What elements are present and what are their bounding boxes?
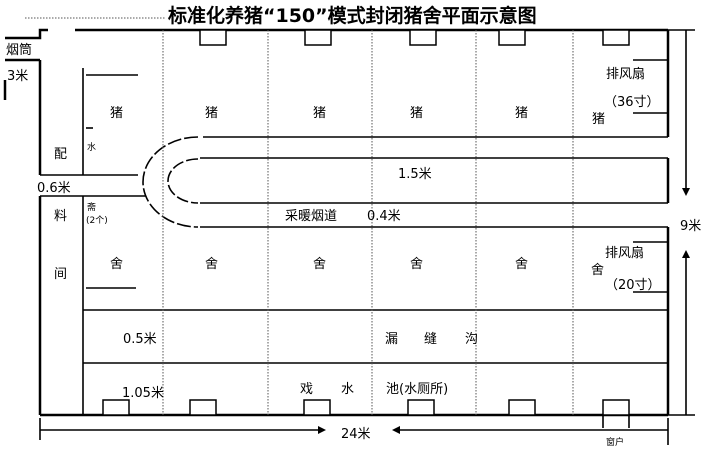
pen-labels-bottom: 舍 舍 舍 舍 舍 舍 — [110, 257, 604, 278]
total-width: 9米 — [680, 219, 701, 234]
trough-count: (2个) — [86, 215, 108, 226]
svg-text:舍: 舍 — [313, 257, 326, 272]
feed-room-label-2: 料 — [54, 209, 67, 224]
svg-text:猪: 猪 — [592, 112, 605, 127]
fan-36-label: 排风扇 — [606, 66, 645, 82]
svg-text:猪: 猪 — [205, 106, 218, 121]
pool-label-2: 水 — [341, 382, 354, 397]
pool-label-1: 戏 — [300, 382, 313, 397]
heating-flue-label: 采暖烟道 — [285, 209, 337, 224]
svg-text:猪: 猪 — [313, 106, 326, 121]
total-length: 24米 — [341, 427, 371, 442]
chimney-label: 烟筒 — [6, 42, 32, 58]
fan-20-label: 排风扇 — [605, 245, 644, 261]
feed-room-label-3: 间 — [54, 267, 67, 282]
water-label: 水 — [87, 141, 96, 153]
fan-36-size: （36寸） — [604, 95, 660, 110]
svg-text:猪: 猪 — [410, 106, 423, 121]
feed-room-label-1: 配 — [54, 147, 67, 162]
svg-text:猪: 猪 — [515, 106, 528, 121]
fan-20-size: （20寸） — [605, 278, 661, 293]
window-label: 窗户 — [606, 436, 624, 448]
flue-inner-curve — [167, 158, 199, 204]
slot-ditch-2: 缝 — [424, 332, 437, 347]
dimension-lines — [39, 29, 695, 445]
flue-width: 1.5米 — [398, 167, 432, 182]
slot-ditch-3: 沟 — [465, 332, 478, 347]
pool-label-3: 池(水厕所) — [386, 382, 448, 397]
svg-text:舍: 舍 — [410, 257, 423, 272]
windows — [102, 29, 630, 428]
slot-ditch-1: 漏 — [385, 331, 398, 347]
svg-text:舍: 舍 — [205, 257, 218, 272]
pen-dividers — [162, 30, 574, 415]
flue-gap: 0.4米 — [367, 209, 401, 224]
svg-text:舍: 舍 — [110, 257, 123, 272]
diagram-title: 标准化养猪“150”模式封闭猪舍平面示意图 — [168, 4, 537, 27]
slot-width: 0.5米 — [123, 332, 157, 347]
svg-text:舍: 舍 — [515, 257, 528, 272]
pen-labels-top: 猪 猪 猪 猪 猪 猪 — [110, 106, 605, 127]
corridor-width: 0.6米 — [37, 181, 71, 196]
chimney-width: 3米 — [7, 69, 28, 84]
svg-text:舍: 舍 — [591, 263, 604, 278]
trough-label: 斋 — [87, 201, 96, 213]
flue-outer-curve — [142, 136, 199, 228]
pool-width: 1.05米 — [122, 386, 164, 401]
interior-lines — [40, 59, 668, 415]
svg-text:猪: 猪 — [110, 106, 123, 121]
